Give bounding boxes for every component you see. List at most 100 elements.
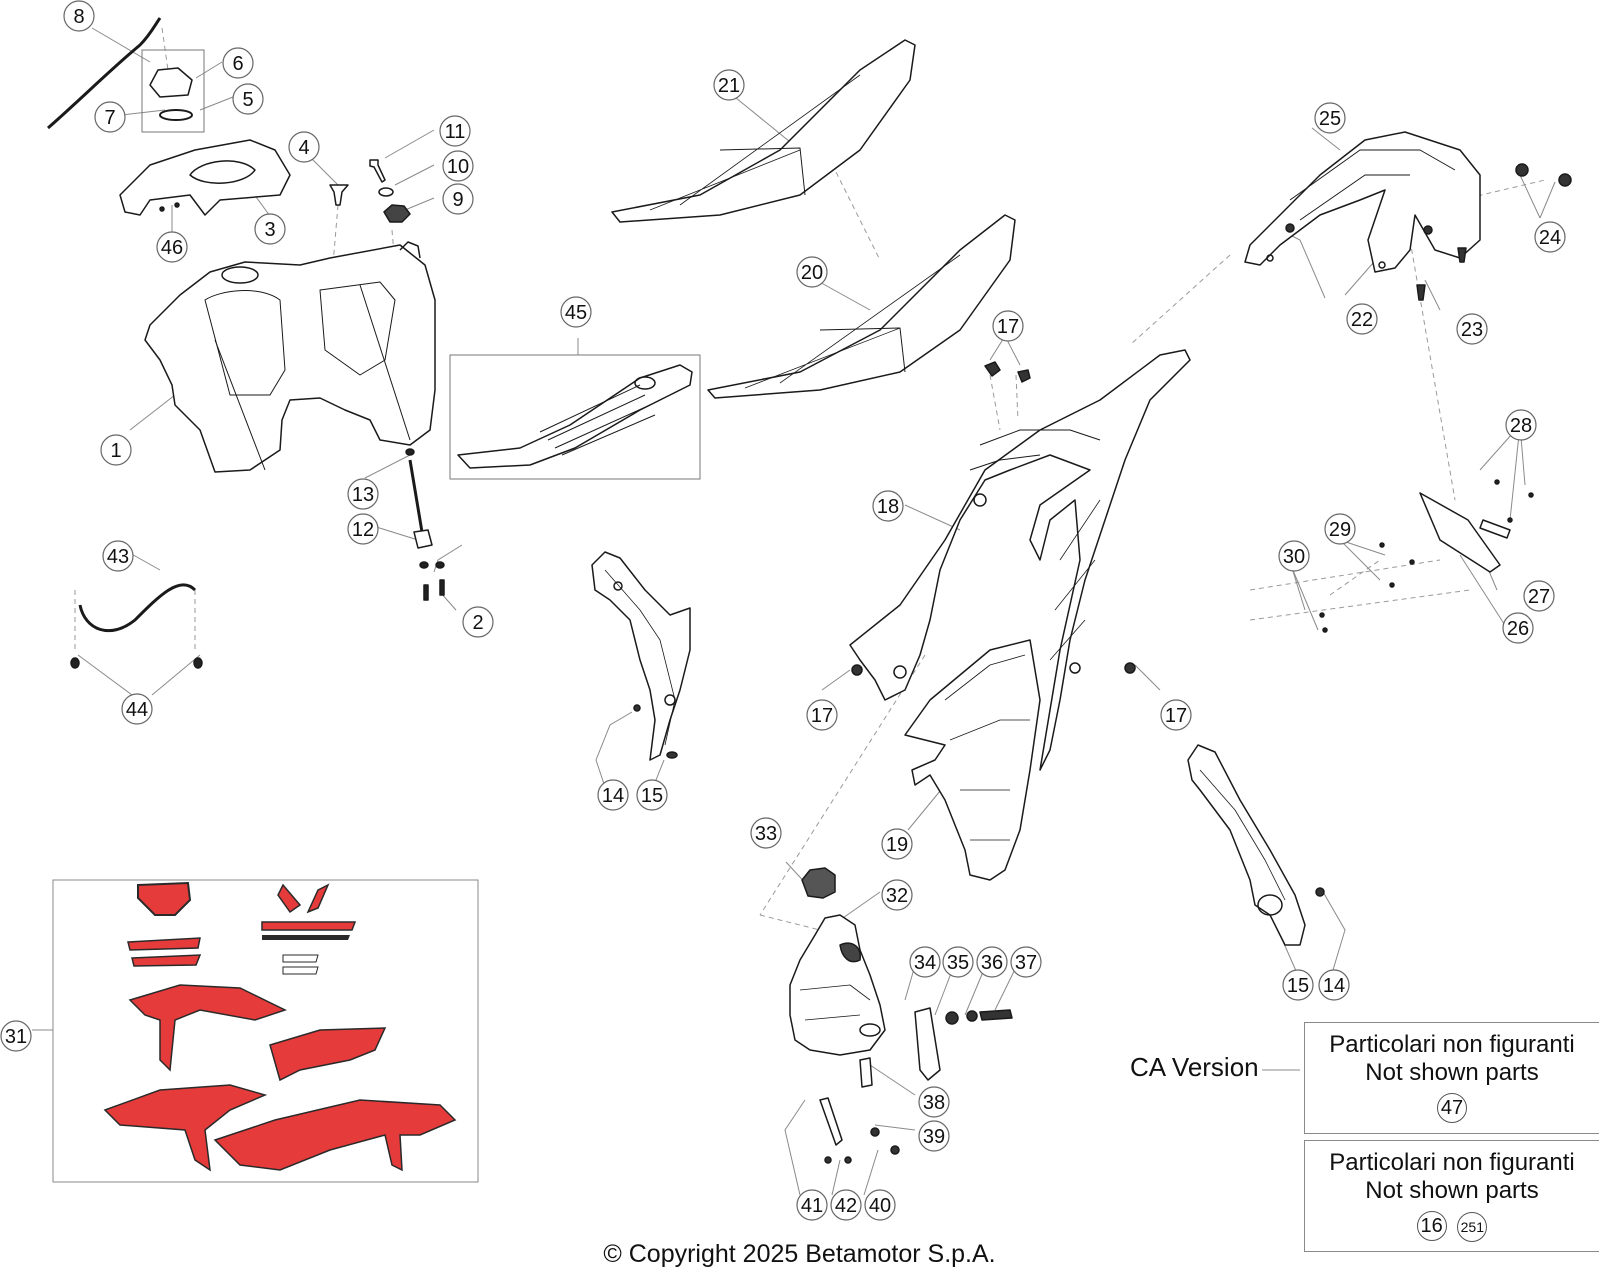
- callout-circle-36: [976, 946, 1008, 978]
- note-box-1-line-2: Not shown parts: [1365, 1059, 1539, 1086]
- screw-24a: [1515, 163, 1529, 177]
- copyright-notice: © Copyright 2025 Betamotor S.p.A.: [603, 1240, 996, 1268]
- callout-label-45: 45: [565, 302, 587, 324]
- callout-label-37: 37: [1015, 952, 1037, 974]
- callout-circle-25: [1314, 102, 1346, 134]
- callout-circle-10: [442, 150, 474, 182]
- callout-circle-42: [830, 1189, 862, 1221]
- washer-15-left: [666, 751, 678, 759]
- note-ref-16: 16: [1416, 1211, 1447, 1241]
- note-box-2-line-1: Particolari non figuranti: [1329, 1149, 1575, 1176]
- callout-circle-38: [918, 1086, 950, 1118]
- callout-label-22: 22: [1351, 309, 1373, 331]
- callout-label-43: 43: [107, 546, 129, 568]
- callout-circle-23: [1456, 313, 1488, 345]
- screw-17a: [984, 361, 1001, 377]
- callout-circle-24: [1534, 221, 1566, 253]
- screw-17b: [1017, 369, 1031, 383]
- callout-circle-14: [1318, 969, 1350, 1001]
- screw-22: [1285, 223, 1295, 233]
- callout-label-11: 11: [445, 121, 466, 143]
- callout-circle-15: [636, 779, 668, 811]
- clamp-42a: [824, 1156, 832, 1164]
- callout-circle-7: [94, 101, 126, 133]
- callout-label-46: 46: [161, 237, 183, 259]
- callout-label-6: 6: [232, 53, 243, 75]
- seat-20: [707, 214, 1016, 399]
- callout-label-42: 42: [835, 1195, 857, 1217]
- fitting-38: [859, 1057, 873, 1088]
- callout-label-15: 15: [641, 785, 663, 807]
- screw-17d: [1124, 662, 1136, 674]
- callout-label-44: 44: [126, 699, 148, 721]
- bolt-23a: [1416, 284, 1426, 301]
- callout-label-15: 15: [1287, 975, 1309, 997]
- note-box-1-line-1: Particolari non figuranti: [1329, 1031, 1575, 1058]
- fuel-cap-6: [149, 67, 193, 98]
- callout-label-24: 24: [1539, 227, 1561, 249]
- callout-label-36: 36: [981, 952, 1003, 974]
- callout-label-26: 26: [1507, 618, 1529, 640]
- callout-circle-2: [462, 606, 494, 638]
- callout-circle-19: [881, 828, 913, 860]
- fuel-pickup-tube: [408, 459, 424, 533]
- bolt-23b: [1457, 247, 1467, 263]
- callout-label-34: 34: [914, 952, 936, 974]
- callout-label-20: 20: [801, 262, 823, 284]
- fuel-tank-1: [144, 244, 436, 473]
- cap-group-frame: [141, 49, 205, 133]
- callout-circle-29: [1324, 513, 1356, 545]
- callout-circle-15: [1282, 969, 1314, 1001]
- reservoir-32: [789, 914, 886, 1056]
- callout-circle-37: [1010, 946, 1042, 978]
- ca-version-label: CA Version: [1130, 1052, 1259, 1082]
- screw-37: [979, 1009, 1013, 1021]
- note-ref-47: 47: [1437, 1093, 1467, 1123]
- callout-circle-28: [1505, 409, 1537, 441]
- callout-label-8: 8: [73, 6, 84, 28]
- callout-circle-5: [232, 83, 264, 115]
- clamp-42b: [844, 1156, 852, 1164]
- ring-13: [405, 448, 415, 456]
- gasket-5: [159, 109, 193, 121]
- callout-circle-34: [909, 946, 941, 978]
- callout-label-1: 1: [110, 440, 121, 462]
- callout-circle-31: [0, 1020, 32, 1052]
- seat-21: [611, 39, 916, 223]
- callout-label-14: 14: [1323, 975, 1345, 997]
- callout-circle-44: [121, 693, 153, 725]
- callout-label-27: 27: [1528, 586, 1550, 608]
- callout-circle-6: [222, 47, 254, 79]
- callout-circle-35: [942, 946, 974, 978]
- rear-fender-18: [849, 349, 1191, 771]
- callout-circle-43: [102, 540, 134, 572]
- callout-label-17: 17: [811, 705, 833, 727]
- callout-label-39: 39: [923, 1126, 945, 1148]
- washer-10: [378, 187, 394, 197]
- callout-label-21: 21: [718, 75, 740, 97]
- callout-circle-32: [881, 879, 913, 911]
- callout-label-23: 23: [1461, 319, 1483, 341]
- callout-circle-39: [918, 1120, 950, 1152]
- not-shown-parts-box-2: Particolari non figuranti Not shown part…: [1304, 1140, 1599, 1252]
- callout-label-33: 33: [755, 823, 777, 845]
- reflector-27: [1479, 519, 1511, 539]
- callout-circle-30: [1278, 540, 1310, 572]
- callout-label-35: 35: [947, 952, 969, 974]
- assembly-guide-lines: [74, 27, 1546, 931]
- plate-bracket-26: [1419, 492, 1501, 573]
- callout-label-40: 40: [869, 1195, 891, 1217]
- callout-label-3: 3: [264, 219, 275, 241]
- leader-lines: [32, 27, 1556, 1196]
- callout-circle-17: [992, 310, 1024, 342]
- callout-label-13: 13: [352, 484, 374, 506]
- callout-label-19: 19: [886, 834, 908, 856]
- callout-label-14: 14: [602, 785, 624, 807]
- callout-circle-4: [288, 131, 320, 163]
- callout-label-10: 10: [447, 156, 469, 178]
- callout-label-17: 17: [997, 316, 1019, 338]
- fuel-tap-12: [413, 529, 433, 549]
- side-number-plate-right: [1187, 744, 1306, 946]
